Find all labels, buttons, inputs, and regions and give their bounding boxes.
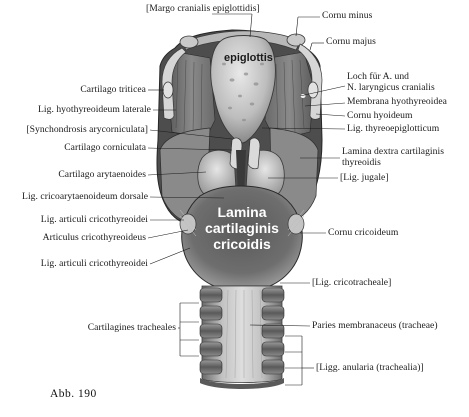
label-loch-2: N. laryngicus cranialis — [347, 82, 435, 93]
lamina-label-3: cricoidis — [213, 236, 271, 252]
label-cornu-majus: Cornu majus — [326, 36, 376, 47]
label-lig-cricoarytaenoideum: Lig. cricoarytaenoideum dorsale — [22, 191, 148, 202]
label-lamina-dextra-1: Lamina dextra cartilaginis — [342, 146, 444, 157]
label-lig-jugale: [Lig. jugale] — [340, 172, 389, 183]
interarytenoid-gap — [236, 150, 246, 196]
label-lig-hyothyreoideum: Lig. hyothyreoideum laterale — [37, 104, 151, 115]
corniculate-right — [247, 137, 261, 170]
label-paries: Paries membranaceus (tracheae) — [312, 320, 438, 331]
joint-left — [179, 213, 197, 235]
label-loch-1: Loch für A. und — [347, 71, 410, 82]
rings-left — [199, 287, 223, 375]
label-lig-articuli-1: Lig. articuli cricothyreoidei — [40, 214, 148, 225]
label-cart-triticea: Cartilago triticea — [80, 84, 146, 95]
label-lig-thyreoepi: Lig. thyreoepiglotticum — [347, 123, 440, 134]
label-cart-corniculata: Cartilago corniculata — [64, 142, 146, 153]
label-ligg-anularia: [Ligg. anularia (trachealia)] — [316, 362, 424, 373]
figure-number: Abb. 190 — [50, 388, 97, 400]
cornu-minus-left — [179, 35, 199, 49]
label-membrana: Membrana hyothyreoidea — [347, 96, 447, 107]
triticea-left — [162, 81, 174, 99]
label-cartilagines: Cartilagines tracheales — [87, 322, 176, 333]
epiglottis-label: epiglottis — [224, 52, 273, 64]
epiglottis-shape — [210, 35, 276, 144]
label-cornu-minus: Cornu minus — [322, 10, 373, 21]
cornu-majus-right — [297, 43, 323, 120]
cornu-majus-left — [161, 47, 187, 120]
label-lig-cricotracheale: [Lig. cricotracheale] — [312, 277, 392, 288]
cricoid-plate — [181, 185, 303, 287]
label-cornu-hyoideum: Cornu hyoideum — [347, 110, 413, 121]
label-lamina-dextra-2: thyreoidis — [342, 157, 381, 168]
triticea-right — [307, 81, 319, 99]
label-margo: [Margo cranialis epiglottidis] — [146, 3, 260, 14]
label-lig-articuli-2: Lig. articuli cricothyreoidei — [40, 258, 148, 269]
leader-lines — [147, 13, 346, 386]
label-cornu-cricoideum: Cornu cricoideum — [328, 227, 399, 238]
lamina-label-2: cartilaginis — [205, 220, 279, 236]
label-cart-arytaenoides: Cartilago arytaenoides — [58, 169, 146, 180]
rings-right — [261, 287, 285, 375]
label-synchondrosis: [Synchondrosis arycorniculata] — [26, 124, 148, 135]
label-articulus: Articulus cricothyreoideus — [42, 232, 146, 243]
lamina-label-1: Lamina — [217, 204, 267, 220]
joint-right — [287, 213, 305, 235]
trachea-cut — [200, 378, 284, 389]
